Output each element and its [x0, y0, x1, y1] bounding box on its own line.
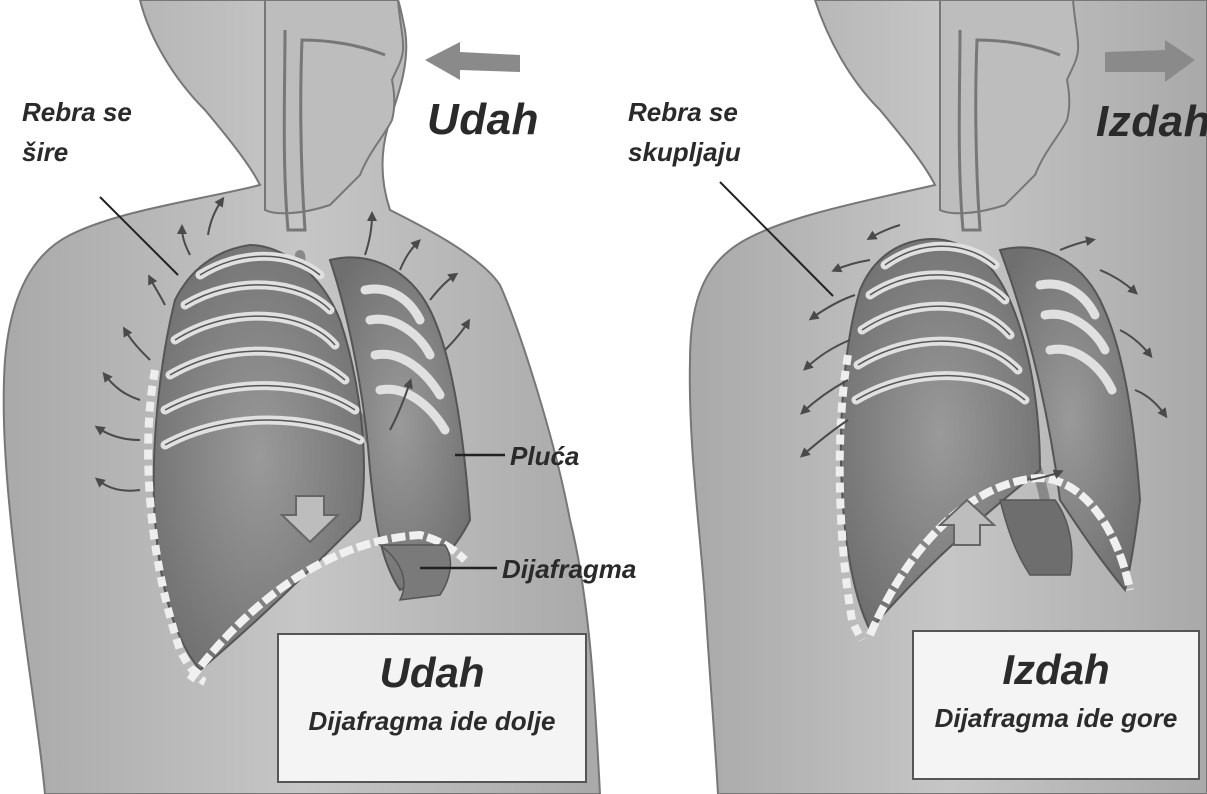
- inhale-caption-box: Udah Dijafragma ide dolje: [277, 633, 587, 783]
- exhale-box-title: Izdah: [914, 646, 1198, 694]
- inhale-heading: Udah: [427, 95, 539, 145]
- inhale-rib-label-line2: šire: [22, 132, 68, 172]
- exhale-caption-box: Izdah Dijafragma ide gore: [912, 630, 1200, 780]
- inhale-rib-label-line1: Rebra se: [22, 92, 132, 132]
- exhale-box-subtitle: Dijafragma ide gore: [914, 702, 1198, 734]
- exhale-heading: Izdah: [1096, 97, 1207, 147]
- exhale-rib-label-line2: skupljaju: [628, 132, 741, 172]
- lung-label: Pluća: [510, 436, 579, 476]
- air-in-arrow-icon: [425, 42, 520, 80]
- inhale-box-title: Udah: [279, 649, 585, 697]
- diaphragm-label: Dijafragma: [502, 549, 636, 589]
- exhale-rib-label-line1: Rebra se: [628, 92, 738, 132]
- inhale-box-subtitle: Dijafragma ide dolje: [279, 705, 585, 737]
